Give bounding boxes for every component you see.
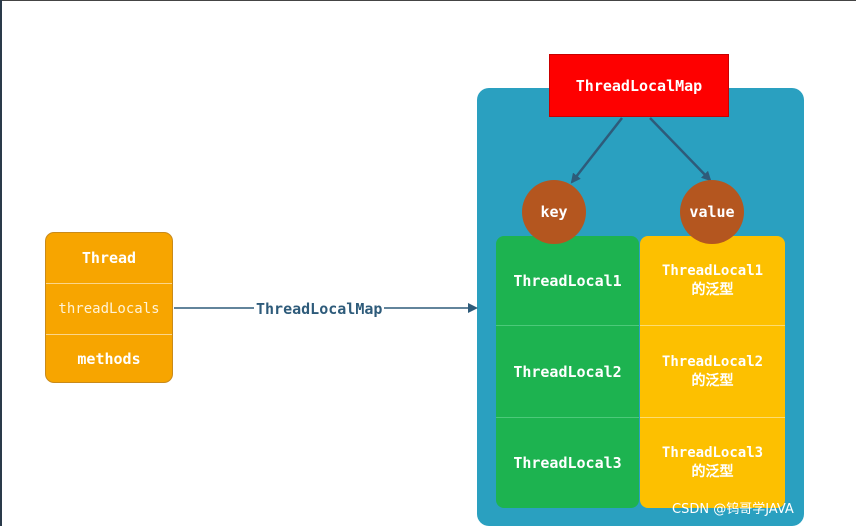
value-cell-line1: ThreadLocal3 <box>661 445 764 461</box>
value-cell: ThreadLocal2 的泛型 <box>640 325 785 417</box>
value-column: ThreadLocal1 的泛型 ThreadLocal2 的泛型 Thread… <box>640 236 785 508</box>
key-cell: ThreadLocal3 <box>496 417 639 508</box>
connector-label: ThreadLocalMap <box>254 300 385 318</box>
key-column: ThreadLocal1 ThreadLocal2 ThreadLocal3 <box>496 236 639 508</box>
value-cell-line1: ThreadLocal2 <box>661 353 764 370</box>
key-cell: ThreadLocal1 <box>513 271 622 290</box>
thread-title: Thread <box>81 249 137 267</box>
value-cell-line2: 的泛型 <box>691 281 734 298</box>
window-top-edge <box>0 0 856 1</box>
thread-locals-field: threadLocals <box>46 283 172 335</box>
threadlocalmap-title: ThreadLocalMap <box>549 54 729 117</box>
value-cell-line2: 的泛型 <box>691 372 734 389</box>
key-cell: ThreadLocal2 <box>496 325 639 417</box>
key-node: key <box>522 180 586 244</box>
thread-object: Thread threadLocals methods <box>45 232 173 383</box>
watermark: CSDN @钨哥学JAVA <box>672 502 794 517</box>
value-node: value <box>680 180 744 244</box>
value-cell: ThreadLocal1 的泛型 <box>640 236 785 325</box>
window-left-edge <box>0 0 2 526</box>
thread-methods: methods <box>77 350 141 368</box>
value-cell-line1: ThreadLocal1 <box>661 262 764 279</box>
value-cell: ThreadLocal3 的泛型 <box>640 417 785 508</box>
value-cell-line2: 的泛型 <box>691 464 734 480</box>
